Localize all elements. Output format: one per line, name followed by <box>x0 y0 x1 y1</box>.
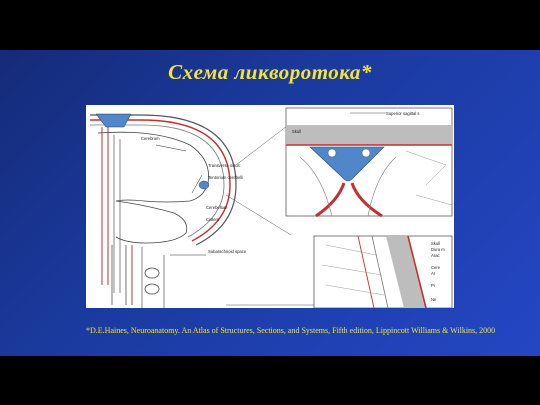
label-cere: Cere <box>431 265 441 270</box>
label-cerebellum: Cerebellum <box>206 205 228 210</box>
skull-outline <box>90 114 237 246</box>
arachnoid-band-bottom <box>371 235 389 308</box>
label-pia: Pi <box>431 283 435 288</box>
trabecula-strands <box>405 150 453 206</box>
arachnoid-line <box>90 124 225 238</box>
brain-section: Cerebrum Transverse sinus Tentorium cere… <box>90 113 247 308</box>
granulation-2 <box>361 148 371 158</box>
spinal-canal-lines <box>113 135 121 293</box>
skull-band-bottom <box>386 236 426 308</box>
label-subarachnoid: Subarachnoid space <box>208 249 247 254</box>
falx-red <box>101 127 109 285</box>
label-skull-bottom: Skull <box>431 241 440 246</box>
cerebellum-outline <box>115 200 188 244</box>
pointer-to-bottom-inset <box>225 194 292 236</box>
trabeculae-bottom <box>321 244 385 296</box>
dura-line <box>90 119 231 242</box>
diagram-svg: Cerebrum Transverse sinus Tentorium cere… <box>90 107 453 308</box>
falx-right <box>350 182 383 218</box>
arachnoid-trabeculae <box>299 156 397 217</box>
vertebra-2 <box>144 283 160 295</box>
cerebrum-outline <box>97 131 209 203</box>
vertebra-1 <box>144 267 160 279</box>
granulation-1 <box>327 148 337 158</box>
label-tentorium: Tentorium cerebelli <box>208 175 243 180</box>
label-dura: Dura m <box>431 247 445 252</box>
cistern-lines <box>111 245 127 305</box>
label-ar: Ar <box>431 271 436 276</box>
inset-frame-bottom <box>313 235 453 308</box>
csf-circulation-diagram: Cerebrum Transverse sinus Tentorium cere… <box>86 105 454 308</box>
label-skull-top: Skull <box>292 129 301 134</box>
spinal-column-lines <box>141 247 165 308</box>
label-cerebrum: Cerebrum <box>141 136 160 141</box>
pia-band-bottom <box>357 235 375 308</box>
source-citation: *D.E.Haines, Neuroanatomy. An Atlas of S… <box>86 326 496 335</box>
sagittal-sinus-blue <box>95 113 132 128</box>
label-transverse-sinus: Transverse sinus <box>208 163 240 168</box>
flow-arrow-2 <box>191 174 203 194</box>
falx-left <box>315 182 346 218</box>
sagittal-sinus-inset: Superior sagittal s Skull <box>285 107 453 218</box>
transverse-sinus-blue <box>198 180 210 190</box>
label-ne: Ne <box>431 297 437 302</box>
label-arach: Arac <box>431 253 440 258</box>
flow-arrow-1 <box>155 144 187 152</box>
dura-band-bottom <box>407 235 427 308</box>
label-cistern: Cistern <box>206 217 220 222</box>
skull-band-top <box>286 125 452 145</box>
meninges-inset: Skull Dura m Arac Cere Ar Pi Ne <box>313 235 453 308</box>
pointer-to-top-inset <box>235 122 292 166</box>
label-superior-sagittal: Superior sagittal s <box>386 111 420 116</box>
slide-title: Схема ликворотока* <box>168 60 372 84</box>
